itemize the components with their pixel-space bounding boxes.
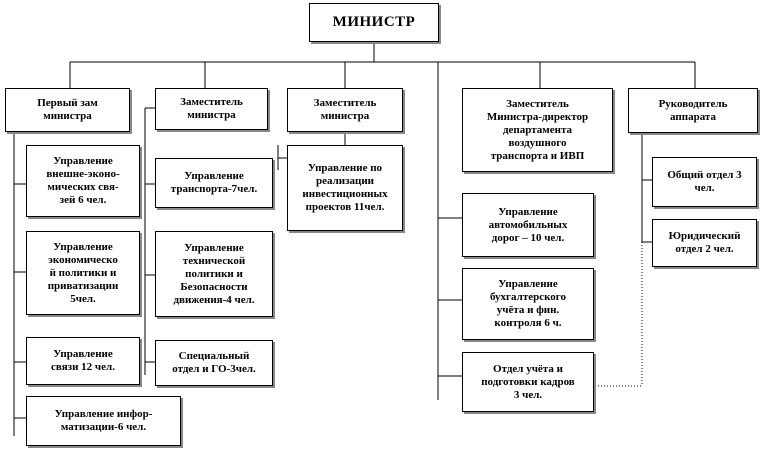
minister-box: МИНИСТР: [309, 3, 439, 42]
unit-general-dept: Общий отдел 3 чел.: [652, 157, 757, 207]
unit-transport: Управление транспорта-7чел.: [155, 158, 273, 208]
unit-communications: Управление связи 12 чел.: [26, 337, 140, 385]
unit-personnel: Отдел учёта и подготовки кадров 3 чел.: [462, 352, 594, 412]
unit-foreign-economic: Управление внешне-эконо- мических свя- з…: [26, 145, 140, 217]
unit-accounting: Управление бухгалтерского учёта и фин. к…: [462, 268, 594, 340]
unit-special-dept: Специальный отдел и ГО-3чел.: [155, 340, 273, 386]
unit-investment-projects: Управление по реализации инвестиционных …: [287, 145, 403, 231]
unit-legal-dept: Юридический отдел 2 чел.: [652, 219, 757, 267]
unit-informatization: Управление инфор- матизации-6 чел.: [26, 396, 181, 446]
unit-economic-policy: Управление экономическо й политики и при…: [26, 231, 140, 315]
head-deputy-2: Заместитель министра: [155, 88, 268, 130]
head-first-deputy: Первый зам министра: [5, 88, 130, 132]
unit-technical-policy: Управление технической политики и Безопа…: [155, 231, 273, 317]
head-apparatus: Руководитель аппарата: [628, 88, 758, 133]
unit-roads: Управление автомобильных дорог – 10 чел.: [462, 193, 594, 257]
head-deputy-director: Заместитель Министра-директор департамен…: [462, 88, 613, 172]
head-deputy-3: Заместитель министра: [287, 88, 403, 132]
